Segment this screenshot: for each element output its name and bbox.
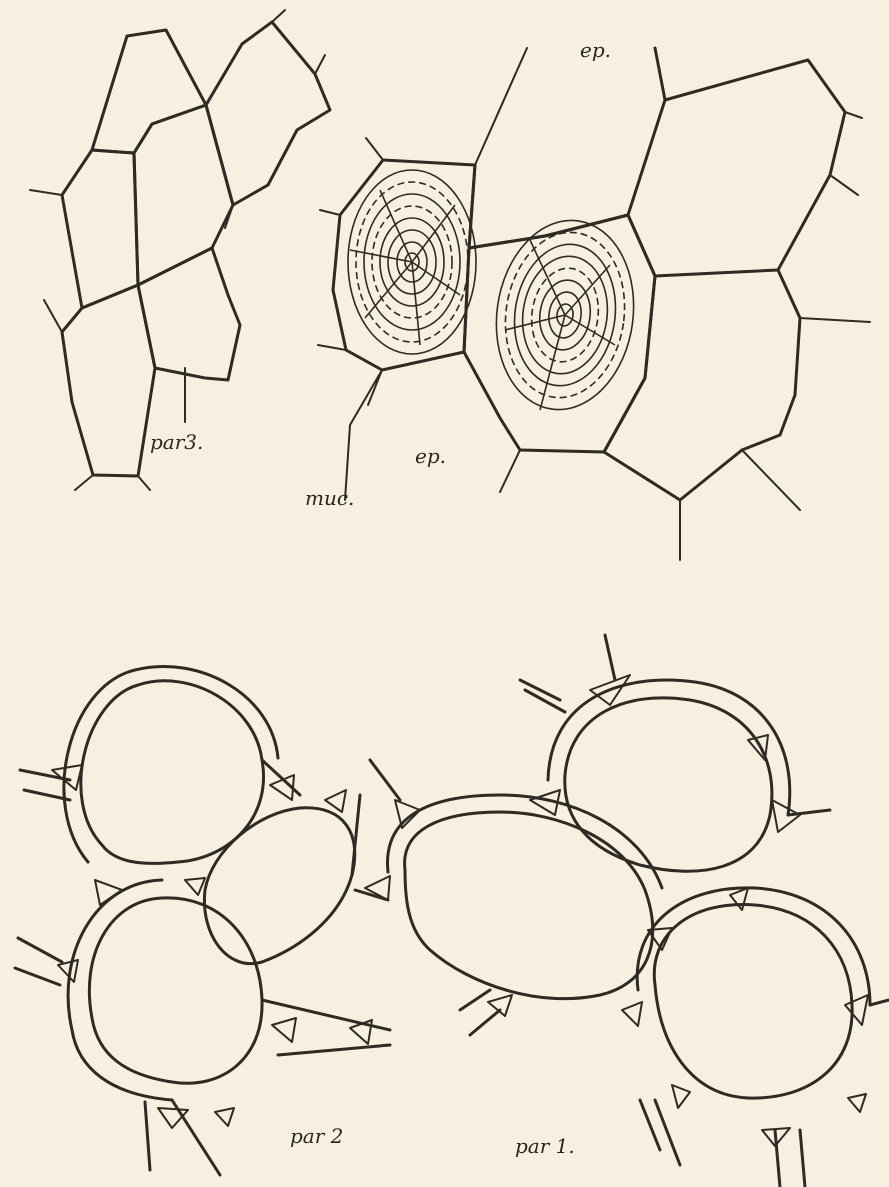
label-ep-top: ep. [580,38,611,62]
label-ep-middle: ep. [415,444,446,468]
label-par3: par3. [150,430,203,454]
label-par1: par 1. [515,1134,575,1158]
label-mucilage: muc. [305,486,354,510]
label-par2: par 2 [290,1124,343,1148]
